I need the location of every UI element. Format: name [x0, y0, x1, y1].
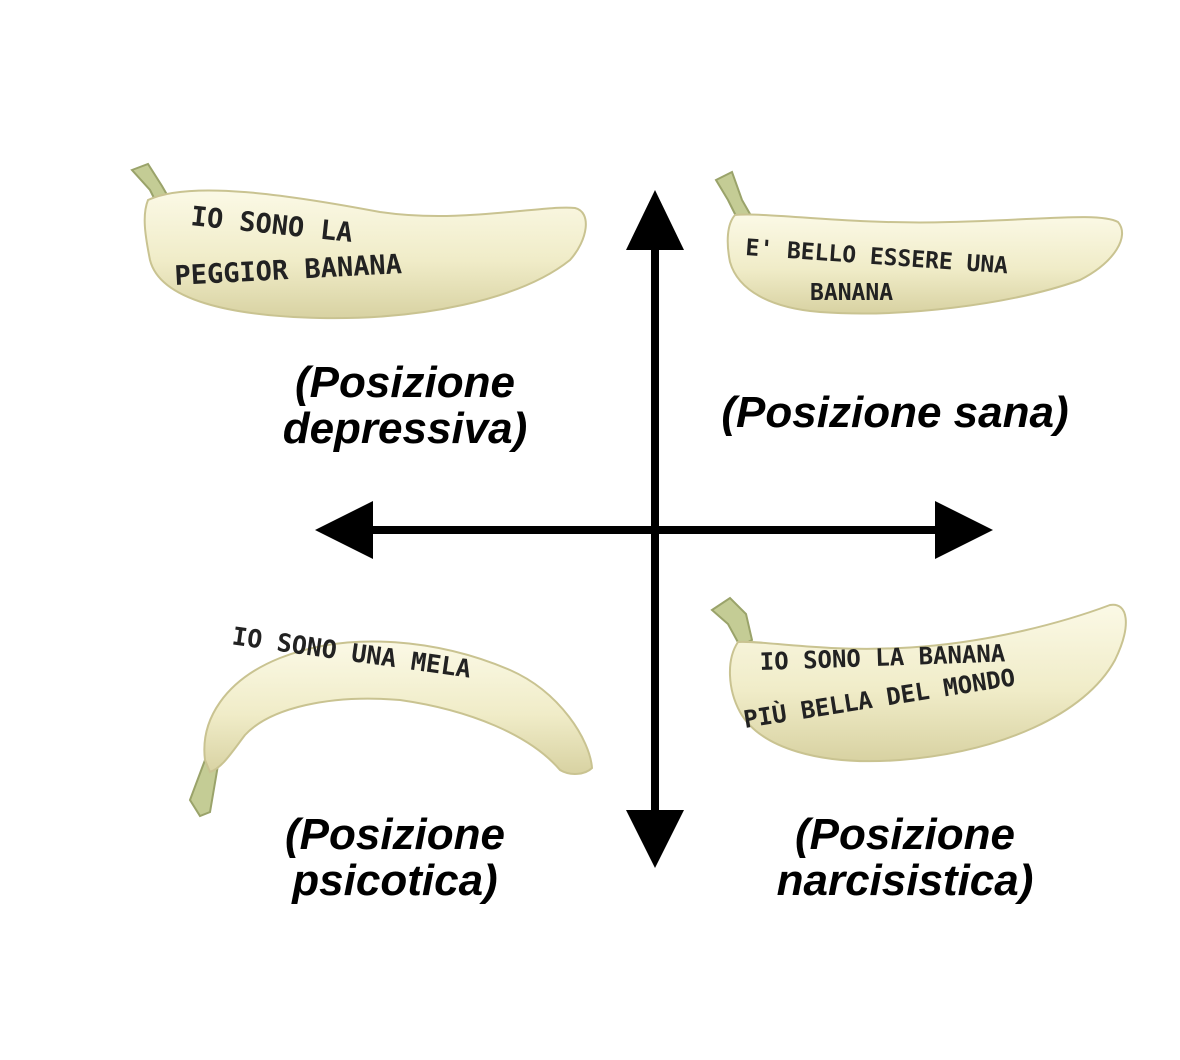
caption-line: narcisistica) [776, 856, 1034, 905]
banana-text-line: BANANA [810, 280, 893, 306]
banana-top-right: E' BELLO ESSERE UNA BANANA [714, 170, 1124, 315]
banana-top-left: IO SONO LA PEGGIOR BANANA [130, 162, 587, 320]
caption-line: psicotica) [292, 856, 498, 905]
arrow-up-icon [626, 190, 684, 250]
banana-bottom-left: IO SONO UNA MELA [188, 621, 594, 818]
arrow-down-icon [626, 810, 684, 868]
axes [315, 190, 993, 868]
caption-top-left: (Posizione depressiva) [265, 360, 545, 452]
arrow-right-icon [935, 501, 993, 559]
caption-bottom-left: (Posizione psicotica) [260, 812, 530, 904]
caption-line: depressiva) [282, 404, 528, 453]
caption-top-right: (Posizione sana) [690, 390, 1100, 436]
arrow-left-icon [315, 501, 373, 559]
caption-bottom-right: (Posizione narcisistica) [750, 812, 1060, 904]
caption-line: (Posizione [284, 810, 506, 859]
banana-bottom-right: IO SONO LA BANANA PIÙ BELLA DEL MONDO [710, 596, 1127, 763]
caption-line: (Posizione [294, 358, 516, 407]
banana-text: BANANA [810, 280, 893, 306]
caption-line: (Posizione sana) [721, 388, 1069, 437]
caption-line: (Posizione [794, 810, 1016, 859]
